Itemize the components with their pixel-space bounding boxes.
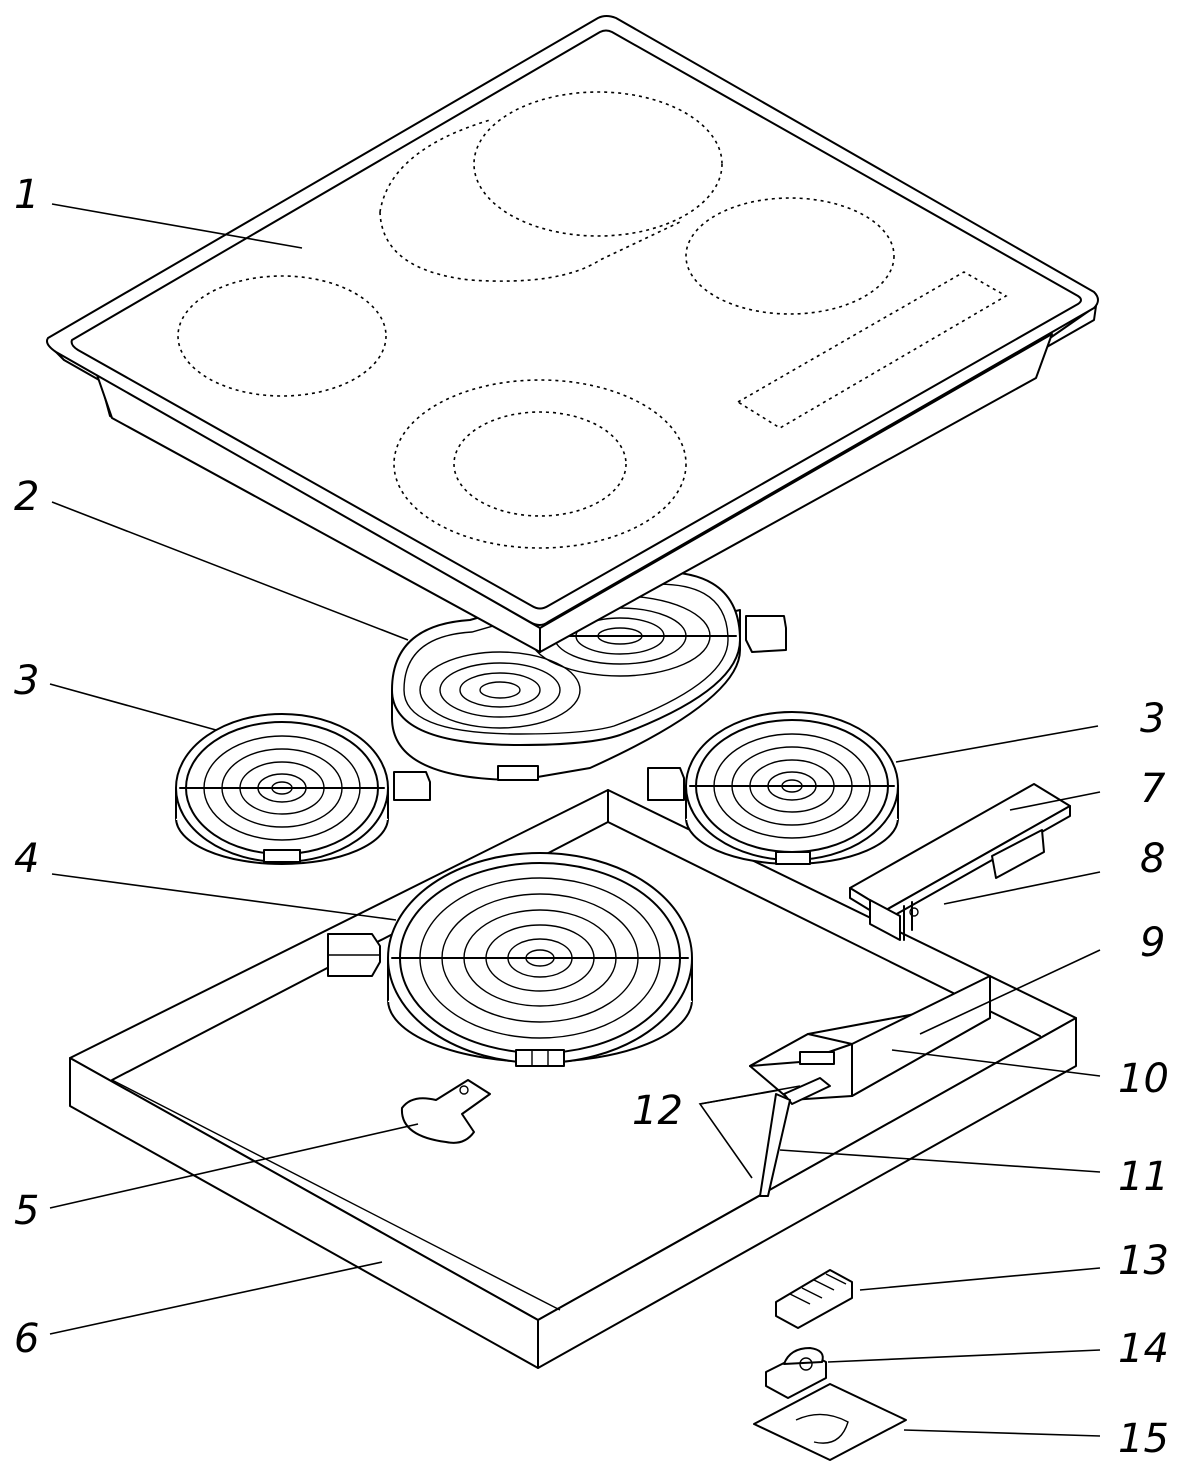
burner-large-front [327, 852, 693, 1067]
leader-lines [49, 203, 1101, 1437]
mounting-clip [400, 1079, 491, 1144]
callout-2: 2 [14, 474, 39, 520]
callout-8: 8 [1140, 836, 1165, 882]
callout-1: 1 [14, 172, 39, 218]
callout-3-left: 3 [14, 658, 39, 704]
callout-15: 15 [1118, 1416, 1169, 1462]
callout-3-right: 3 [1140, 696, 1165, 742]
callout-5: 5 [14, 1188, 39, 1234]
callout-11: 11 [1118, 1154, 1169, 1200]
terminal-block [775, 1269, 853, 1329]
temperature-limiter [765, 1347, 827, 1399]
callout-labels: 1 2 3 3 4 5 6 7 8 9 10 11 12 13 14 15 [14, 172, 1169, 1462]
terminal-box [749, 975, 991, 1197]
callout-14: 14 [1118, 1326, 1169, 1372]
control-module [849, 783, 1071, 941]
burner-small-right [647, 711, 899, 865]
glass-ceramic-top [46, 15, 1099, 653]
burner-oval-rear [391, 570, 787, 781]
callout-9: 9 [1140, 920, 1165, 966]
cover-plate [753, 1383, 907, 1461]
callout-7: 7 [1140, 766, 1166, 812]
callout-13: 13 [1118, 1238, 1169, 1284]
burner-small-left [175, 713, 431, 865]
callout-4: 4 [14, 836, 39, 882]
callout-12: 12 [632, 1088, 683, 1134]
callout-6: 6 [14, 1316, 39, 1362]
callout-10: 10 [1118, 1056, 1169, 1102]
